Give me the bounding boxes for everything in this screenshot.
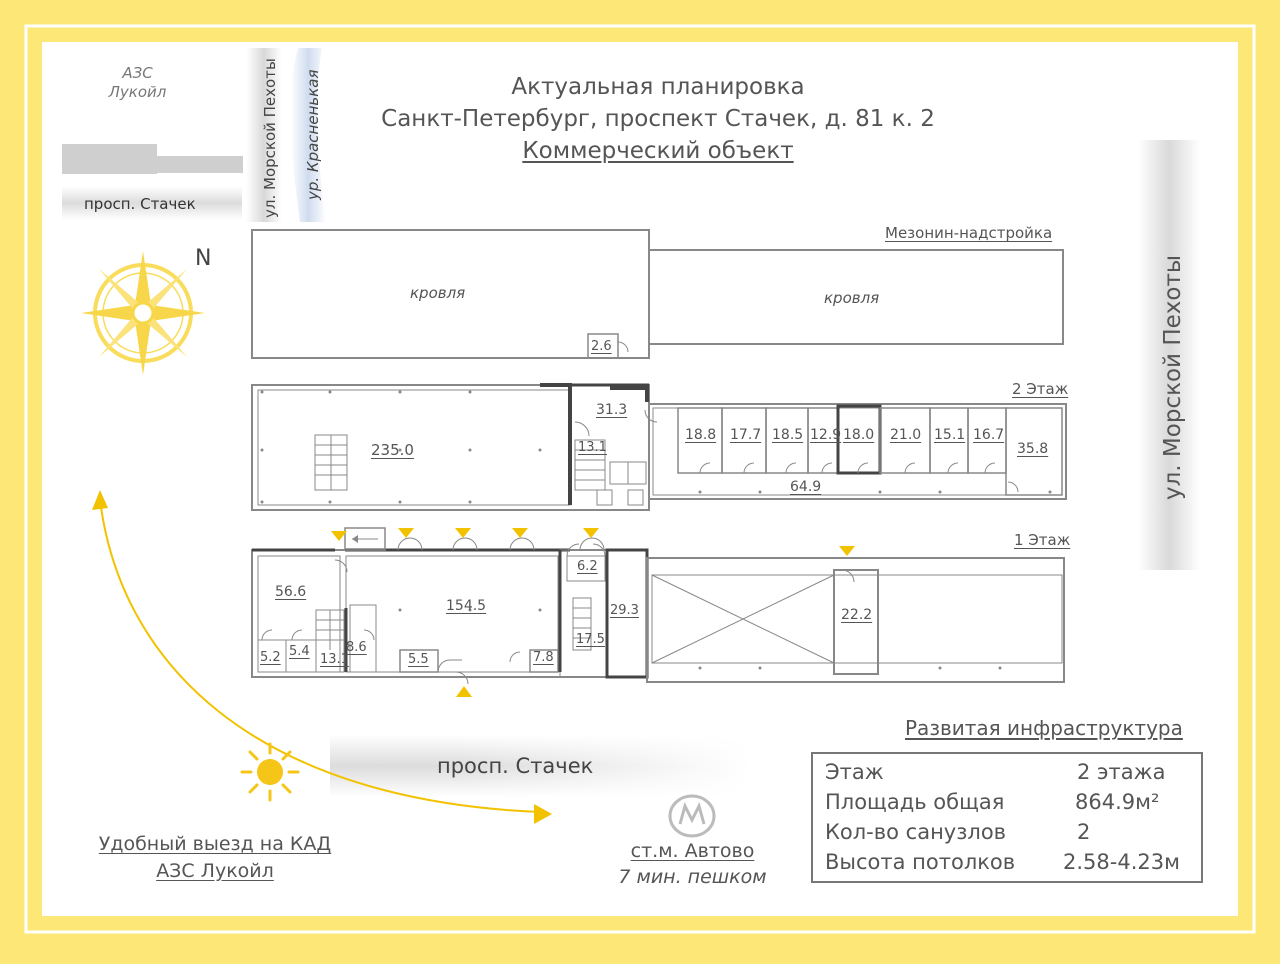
map-label-morskoy: ул. Морской Пехоты (261, 58, 279, 218)
column-markers (260, 390, 1052, 670)
room-235: 235.0 (371, 441, 414, 459)
floor2-plan (251, 383, 1067, 511)
room-35-8: 35.8 (1017, 441, 1049, 457)
room-8-6: 8.6 (346, 640, 367, 655)
label-floor2: 2 Этаж (1012, 380, 1069, 398)
room-56-6: 56.6 (275, 584, 307, 600)
title-object-type: Коммерческий объект (522, 138, 794, 164)
room-12-9: 12.9 (810, 427, 842, 443)
label-floor1: 1 Этаж (1014, 531, 1071, 549)
room-13-1-f2: 13.1 (578, 440, 607, 455)
map-label-stachek: просп. Стачек (84, 195, 196, 213)
room-18-0: 18.0 (843, 427, 875, 443)
infra-label: Развитая инфраструктура (905, 716, 1183, 740)
street-label-morskoy-right: ул. Морской Пехоты (1160, 255, 1186, 500)
footer-metro: ст.м. Автово (630, 840, 755, 862)
footer-kad: Удобный выезд на КАД (98, 833, 332, 855)
map-label-lukoil: Лукойл (108, 83, 167, 101)
spec-row-bathrooms: Кол-во санузлов 2 (825, 820, 1195, 850)
room-roof-left: кровля (410, 284, 466, 302)
room-18-5: 18.5 (772, 427, 804, 443)
north-label: N (195, 246, 212, 271)
room-18-8: 18.8 (685, 427, 717, 443)
title-address: Санкт-Петербург, проспект Стачек, д. 81 … (381, 106, 935, 132)
specs-box (811, 752, 1203, 883)
compass-rose-icon (81, 251, 205, 375)
room-29-3: 29.3 (610, 603, 639, 618)
spec-label: Высота потолков (825, 850, 1016, 874)
roof-stair-box (587, 333, 619, 359)
road-label-stachek: просп. Стачек (437, 754, 594, 778)
map-river-krasnenkaya (290, 48, 326, 222)
spec-value: 2.58-4.23м (1063, 850, 1180, 874)
room-5-4: 5.4 (289, 644, 310, 659)
road-fade (330, 735, 750, 797)
room-13-1-f1: 13.1 (320, 652, 349, 667)
room-21-0: 21.0 (890, 427, 922, 443)
map-road-morskoy (246, 48, 282, 222)
sun-icon (240, 742, 300, 802)
spec-row-area: Площадь общая 864.9м² (825, 790, 1195, 820)
room-7-8: 7.8 (533, 650, 554, 665)
inner-border-line (24, 24, 1256, 934)
spec-label: Этаж (825, 760, 884, 784)
room-roof-right: кровля (824, 289, 880, 307)
floor1-entry-vestibule (344, 527, 386, 551)
spec-row-floors: Этаж 2 этажа (825, 760, 1195, 790)
spec-value: 864.9м² (1075, 790, 1160, 814)
map-label-azs: АЗС (122, 64, 153, 82)
map-label-krasnenkaya: ур. Красненькая (304, 69, 322, 201)
mini-map (62, 48, 326, 222)
sun-path-arc (99, 499, 541, 813)
spec-row-ceiling: Высота потолков 2.58-4.23м (825, 850, 1195, 880)
room-5-5: 5.5 (408, 652, 429, 667)
road-morskoy-right (1138, 140, 1200, 570)
room-6-2: 6.2 (577, 559, 598, 574)
room-22-2: 22.2 (841, 607, 873, 623)
sun-path-arrow-end (534, 804, 552, 824)
spec-label: Площадь общая (825, 790, 1005, 814)
room-64-9: 64.9 (790, 479, 822, 495)
sun-path-arrow-start (92, 490, 108, 510)
map-road-stachek (62, 186, 242, 220)
room-17-5: 17.5 (576, 632, 605, 647)
room-15-1: 15.1 (934, 427, 966, 443)
room-154-5: 154.5 (446, 598, 487, 614)
metro-icon (668, 794, 716, 838)
roof-right-outline (648, 249, 1064, 345)
map-building-block-2 (157, 156, 243, 173)
spec-value: 2 этажа (1077, 760, 1166, 784)
floor2-wing-outline (648, 403, 1067, 500)
specs-table: Этаж 2 этажа Площадь общая 864.9м² Кол-в… (825, 760, 1195, 880)
room-5-2: 5.2 (260, 650, 281, 665)
title-line1: Актуальная планировка (511, 74, 805, 100)
spec-value: 2 (1077, 820, 1091, 844)
entrance-markers (331, 528, 855, 697)
room-31-3: 31.3 (596, 402, 628, 418)
floor1-room-22-2 (833, 569, 879, 675)
footer-walk-time: 7 мин. пешком (618, 866, 767, 888)
room-2-6: 2.6 (591, 339, 612, 354)
floor1-warehouse-outline (646, 557, 1065, 683)
label-mezzanine: Мезонин-надстройка (885, 224, 1053, 242)
spec-label: Кол-во санузлов (825, 820, 1007, 844)
floor1-plan (251, 527, 1065, 685)
room-17-7: 17.7 (730, 427, 762, 443)
map-building-block (62, 144, 157, 174)
footer-azs: АЗС Лукойл (156, 860, 274, 882)
roof-level (251, 229, 1064, 359)
room-16-7: 16.7 (973, 427, 1005, 443)
